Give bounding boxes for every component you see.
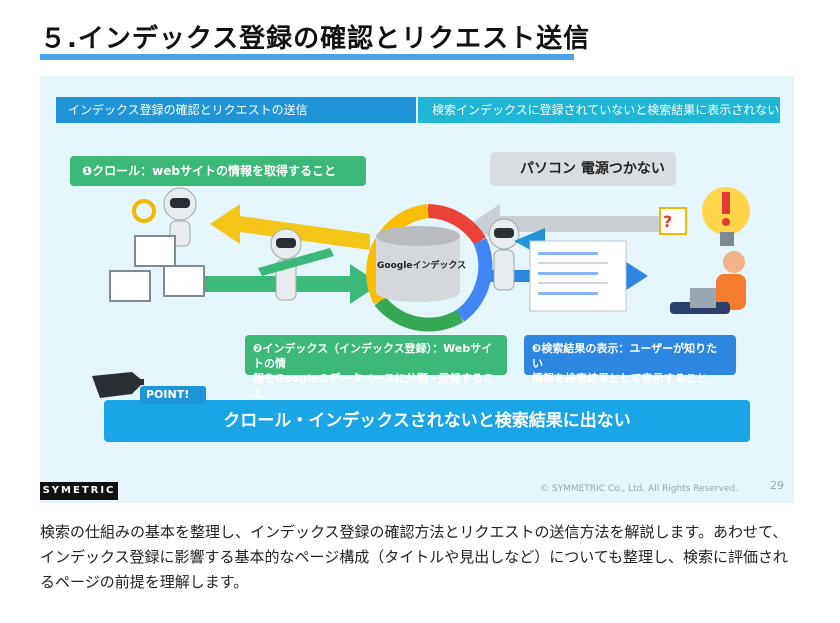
slide-header-left: インデックス登録の確認とリクエストの送信 bbox=[56, 97, 416, 123]
brand-logo: SYMETRIC bbox=[40, 482, 118, 500]
step2-line1: ❷インデックス（インデックス登録）：Webサイトの情 bbox=[253, 342, 493, 370]
database-icon bbox=[376, 226, 460, 302]
question-icon bbox=[659, 207, 687, 235]
title-underline bbox=[40, 54, 574, 60]
diagram-graphics bbox=[92, 160, 750, 398]
search-query-box: パソコン 電源つかない bbox=[490, 152, 676, 186]
query-arrow bbox=[470, 204, 680, 244]
point-banner: クロール・インデックスされないと検索結果に出ない bbox=[104, 400, 750, 442]
lightbulb-icon bbox=[702, 187, 750, 246]
step3-line1: ❸検索結果の表示：ユーザーが知りたい bbox=[532, 342, 718, 370]
step3-line2: 情報を検索結果として表示すること bbox=[532, 372, 708, 385]
copyright: © SYMMETRIC Co., Ltd. All Rights Reserve… bbox=[540, 484, 739, 494]
pointing-hand-icon bbox=[92, 372, 144, 398]
step1-crawl-label: ❶クロール：webサイトの情報を取得すること bbox=[70, 156, 366, 186]
slide: インデックス登録の確認とリクエストの送信 検索インデックスに登録されていないと検… bbox=[40, 76, 794, 503]
page-number: 29 bbox=[770, 479, 784, 492]
point-badge: POINT! bbox=[140, 386, 206, 404]
question-mark: ? bbox=[663, 212, 673, 231]
search-results-page-icon bbox=[529, 240, 627, 312]
step3-results-label: ❸検索結果の表示：ユーザーが知りたい 情報を検索結果として表示すること bbox=[524, 335, 736, 385]
indexer-robot-icon bbox=[258, 228, 334, 301]
webpage-icons bbox=[109, 235, 205, 302]
database-label: Googleインデックス bbox=[377, 261, 467, 271]
user-icon bbox=[670, 251, 746, 314]
page-title: ５.インデックス登録の確認とリクエスト送信 bbox=[40, 24, 591, 54]
step2-line2: 報をGoogleのデータベースに分類・登録すること bbox=[253, 372, 494, 400]
crawl-arrow bbox=[210, 204, 370, 250]
description-text: 検索の仕組みの基本を整理し、インデックス登録の確認方法とリクエストの送信方法を解… bbox=[40, 523, 789, 591]
step2-index-label: ❷インデックス（インデックス登録）：Webサイトの情 報をGoogleのデータベ… bbox=[245, 335, 507, 400]
crawler-robot-icon bbox=[132, 187, 197, 247]
search-query-text: パソコン 電源つかない bbox=[520, 161, 665, 177]
slide-header-right: 検索インデックスに登録されていないと検索結果に表示されない bbox=[418, 97, 780, 123]
